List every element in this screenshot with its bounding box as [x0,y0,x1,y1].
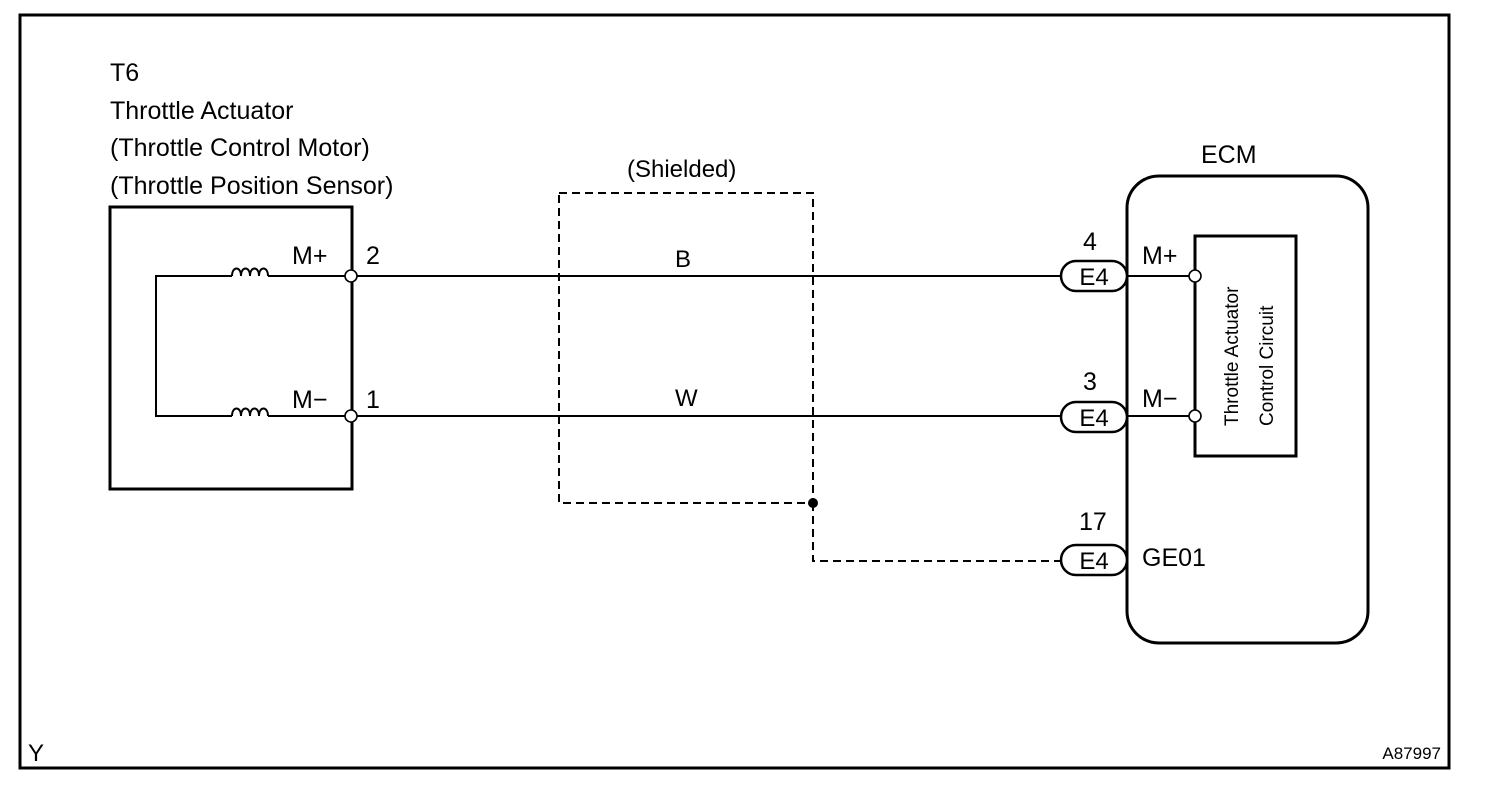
actuator-box [108,205,354,491]
ecm-signal-ge01: GE01 [1142,544,1206,572]
actuator-name: Throttle Actuator [110,97,293,125]
actuator-terminal-2 [344,269,358,283]
motor-coil-bottom-icon [231,407,269,417]
wire-b-color: B [675,246,691,273]
connector-e4-pin3 [1059,400,1129,434]
control-circuit-label-line1: Throttle Actuator [1222,286,1243,426]
actuator-subtitle-sensor: (Throttle Position Sensor) [110,172,393,200]
actuator-internal-wire [155,275,232,417]
actuator-code: T6 [110,59,139,87]
shield-label: (Shielded) [627,156,736,183]
connector-pin-number-4: 4 [1083,228,1097,256]
control-circuit-box [1193,234,1298,458]
connector-code-pin3: E4 [1079,405,1108,432]
connector-pin-number-17: 17 [1079,508,1107,536]
actuator-subtitle-motor: (Throttle Control Motor) [110,134,370,162]
actuator-pin-top-label: M+ [292,242,327,270]
ecm-terminal-m-minus [1188,409,1202,423]
ecm-box [1125,174,1370,645]
actuator-pin-bottom-label: M− [292,386,327,414]
diagram-frame [18,13,1451,770]
connector-pin-number-3: 3 [1083,368,1097,396]
actuator-pin-top-number: 2 [366,242,380,270]
actuator-pin-bottom-number: 1 [366,386,380,414]
motor-coil-top-icon [231,267,269,277]
ecm-signal-m-plus: M+ [1142,242,1177,270]
ecm-title: ECM [1201,141,1257,169]
control-circuit-label-line2: Control Circuit [1257,305,1278,426]
ecm-signal-m-minus: M− [1142,385,1177,413]
corner-code: Y [28,740,44,767]
shield-junction-dot [808,498,818,508]
actuator-terminal-1 [344,409,358,423]
figure-id: A87997 [1382,744,1441,763]
connector-e4-pin4 [1059,259,1129,293]
wire-w-color: W [675,385,698,412]
ecm-terminal-m-plus [1188,269,1202,283]
connector-code-pin17: E4 [1079,548,1108,575]
shield-ground-wire [812,503,1061,562]
shield-box [558,192,814,504]
connector-e4-pin17 [1059,543,1129,577]
connector-code-pin4: E4 [1079,264,1108,291]
